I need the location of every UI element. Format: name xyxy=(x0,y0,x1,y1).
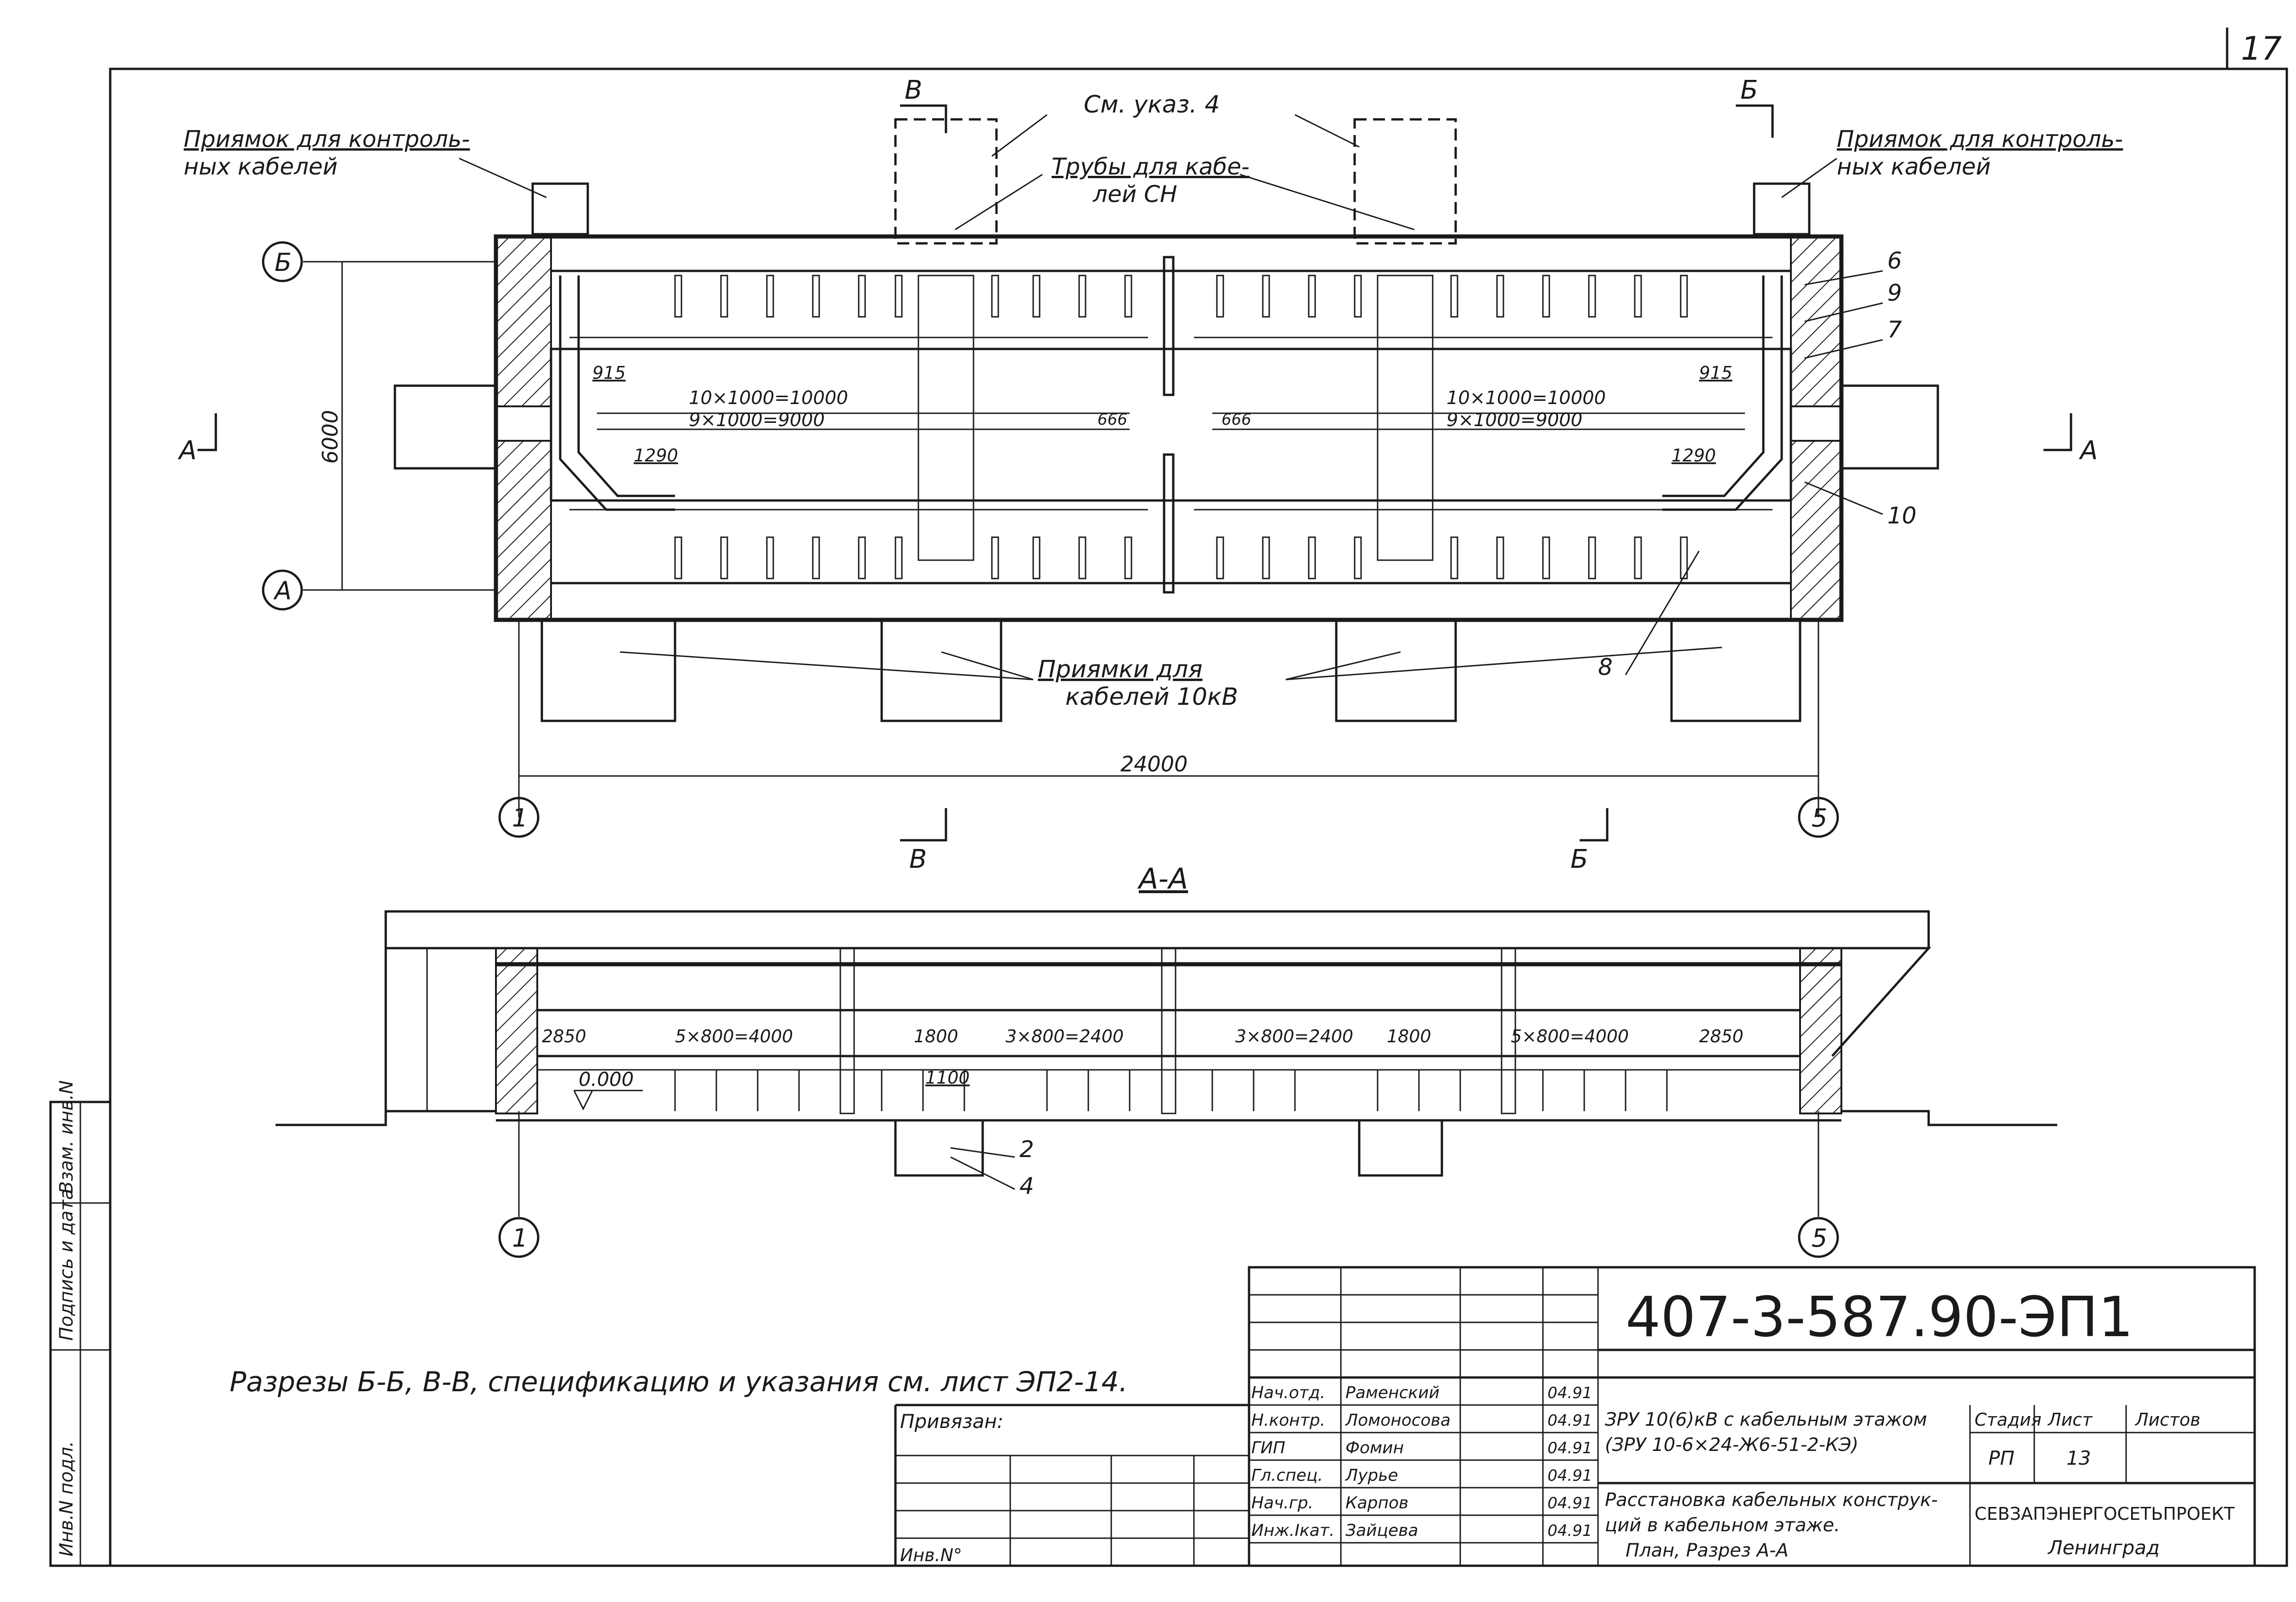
section-view: А-А xyxy=(276,862,2057,1258)
plan-brackets-bottom xyxy=(674,536,1688,579)
sheet-frame: 17 xyxy=(109,28,2288,1567)
plan-mark-v-top: В xyxy=(905,75,922,105)
stamp-name-1: Раменский xyxy=(1345,1383,1440,1402)
stamp-date-3: 04.91 xyxy=(1548,1439,1592,1457)
plan-callout-priyamok-left-1: Приямок для контроль- xyxy=(184,126,470,152)
plan-position-9: 9 xyxy=(1887,280,1902,306)
plan-axis-col-5: 5 xyxy=(1812,804,1827,832)
section-position-4: 4 xyxy=(1019,1173,1034,1199)
plan-callout-priyamok-right-2: ных кабелей xyxy=(1837,153,1991,180)
section-dim-5: 3×800=2400 xyxy=(1235,1026,1353,1046)
plan-dim-1290-left: 1290 xyxy=(634,445,678,466)
stamp-role-3: ГИП xyxy=(1251,1439,1285,1457)
stamp-sheet-title-1: Расстановка кабельных конструк- xyxy=(1605,1490,1938,1511)
stamp-org: СЕВЗАПЭНЕРГОСЕТЬПРОЕКТ xyxy=(1975,1504,2235,1524)
stamp-name-4: Лурье xyxy=(1345,1466,1398,1485)
stamp-stadia: РП xyxy=(1988,1447,2015,1469)
plan-callout-truby-2: лей СН xyxy=(1092,181,1177,208)
stamp-col-listov: Листов xyxy=(2134,1410,2200,1430)
stamp-name-5: Карпов xyxy=(1345,1494,1408,1512)
stamp-inv: Инв.N° xyxy=(900,1545,962,1565)
stamp-role-4: Гл.спец. xyxy=(1251,1466,1323,1485)
plan-dim-1290-right: 1290 xyxy=(1671,445,1716,466)
stamp-name-3: Фомин xyxy=(1345,1439,1404,1457)
plan-dim-height: 6000 xyxy=(318,410,343,464)
plan-dim-right-top-2: 9×1000=9000 xyxy=(1446,410,1582,431)
section-title: А-А xyxy=(1137,862,1188,895)
drawing-note: Разрезы Б-Б, В-В, спецификацию и указани… xyxy=(230,1366,1128,1398)
stamp-privyazan: Привязан: xyxy=(900,1410,1003,1433)
plan-dim-915-right: 915 xyxy=(1699,363,1733,383)
section-dim-8: 2850 xyxy=(1699,1026,1744,1046)
section-axis-col-5: 5 xyxy=(1812,1224,1827,1253)
section-dim-6: 1800 xyxy=(1387,1026,1431,1046)
plan-mark-b-bottom: Б xyxy=(1570,844,1588,874)
stamp-role-6: Инж.Iкат. xyxy=(1251,1521,1334,1540)
plan-mark-a-left: А xyxy=(178,436,197,466)
plan-dim-915-left: 915 xyxy=(592,363,626,383)
sheet-number: 17 xyxy=(2241,30,2282,67)
side-stamp: Взам. инв.N Подпись и дата Инв.N подл. xyxy=(49,1080,112,1567)
plan-dim-666-right: 666 xyxy=(1221,410,1251,429)
section-dim-7: 5×800=4000 xyxy=(1511,1026,1629,1046)
plan-axis-row-a: А xyxy=(273,576,292,605)
plan-dim-666-left: 666 xyxy=(1097,410,1127,429)
plan-dim-width: 24000 xyxy=(1120,752,1187,776)
stamp-date-1: 04.91 xyxy=(1548,1384,1592,1402)
plan-mark-v-bottom: В xyxy=(909,844,927,874)
stamp-project-2: (ЗРУ 10-6×24-Ж6-51-2-КЭ) xyxy=(1605,1434,1858,1456)
plan-mark-b-top: Б xyxy=(1740,75,1758,105)
section-posts xyxy=(674,1070,1668,1111)
plan-position-7: 7 xyxy=(1887,316,1902,343)
stamp-role-2: Н.контр. xyxy=(1251,1411,1325,1430)
stamp-role-1: Нач.отд. xyxy=(1251,1383,1325,1402)
stamp-project-1: ЗРУ 10(6)кВ с кабельным этажом xyxy=(1605,1409,1927,1430)
section-position-2: 2 xyxy=(1019,1136,1034,1163)
plan-callout-truby-1: Трубы для кабе- xyxy=(1052,153,1249,180)
plan-brackets-top xyxy=(674,275,1688,318)
stamp-name-2: Ломоносова xyxy=(1345,1411,1451,1430)
side-label-vzam: Взам. инв.N xyxy=(56,1080,77,1194)
stamp-date-6: 04.91 xyxy=(1548,1522,1592,1540)
section-dim-3: 1800 xyxy=(914,1026,958,1046)
plan-position-10: 10 xyxy=(1887,502,1917,529)
section-dim-4: 3×800=2400 xyxy=(1006,1026,1124,1046)
stamp-date-4: 04.91 xyxy=(1548,1467,1592,1485)
plan-position-8: 8 xyxy=(1598,654,1613,680)
stamp-date-2: 04.91 xyxy=(1548,1411,1592,1430)
plan-callout-priyamok-right-1: Приямок для контроль- xyxy=(1837,126,2123,152)
plan-mark-a-right: А xyxy=(2079,436,2098,466)
stamp-col-stadia: Стадия xyxy=(1975,1410,2042,1430)
plan-view: Приямок для контроль- ных кабелей Приямо… xyxy=(178,75,2123,874)
plan-callout-priyamok-left-2: ных кабелей xyxy=(184,153,338,180)
plan-axis-row-b: Б xyxy=(275,248,292,277)
plan-dim-left-top-1: 10×1000=10000 xyxy=(689,388,848,409)
section-level: 0.000 xyxy=(579,1068,634,1090)
section-pit-dim: 1100 xyxy=(925,1068,970,1088)
plan-dim-right-top-1: 10×1000=10000 xyxy=(1446,388,1606,409)
section-dim-1: 2850 xyxy=(542,1026,586,1046)
stamp-date-5: 04.91 xyxy=(1548,1494,1592,1512)
plan-callout-priyamki-2: кабелей 10кВ xyxy=(1065,683,1238,711)
stamp-sheet-title-2: ций в кабельном этаже. xyxy=(1605,1515,1840,1536)
title-block: 407-3-587.90-ЭП1 Привязан: Инв.N° Нач.от… xyxy=(894,1266,2256,1567)
stamp-list: 13 xyxy=(2066,1447,2091,1469)
plan-position-6: 6 xyxy=(1887,247,1902,274)
plan-dim-left-top-2: 9×1000=9000 xyxy=(689,410,825,431)
stamp-role-5: Нач.гр. xyxy=(1251,1494,1313,1512)
side-label-podpis: Подпись и дата xyxy=(56,1189,77,1341)
section-dim-2: 5×800=4000 xyxy=(675,1026,793,1046)
plan-callout-sm-ukaz: См. указ. 4 xyxy=(1084,91,1220,118)
stamp-col-list: Лист xyxy=(2047,1410,2093,1430)
plan-callout-priyamki-1: Приямки для xyxy=(1038,656,1203,683)
stamp-city: Ленинград xyxy=(2047,1536,2160,1559)
plan-axis-col-1: 1 xyxy=(512,804,528,832)
stamp-code: 407-3-587.90-ЭП1 xyxy=(1626,1286,2133,1349)
stamp-sheet-title-3: План, Разрез А-А xyxy=(1626,1540,1789,1561)
side-label-inv-podl: Инв.N подл. xyxy=(56,1441,77,1557)
stamp-name-6: Зайцева xyxy=(1345,1521,1418,1540)
section-axis-col-1: 1 xyxy=(512,1224,528,1253)
